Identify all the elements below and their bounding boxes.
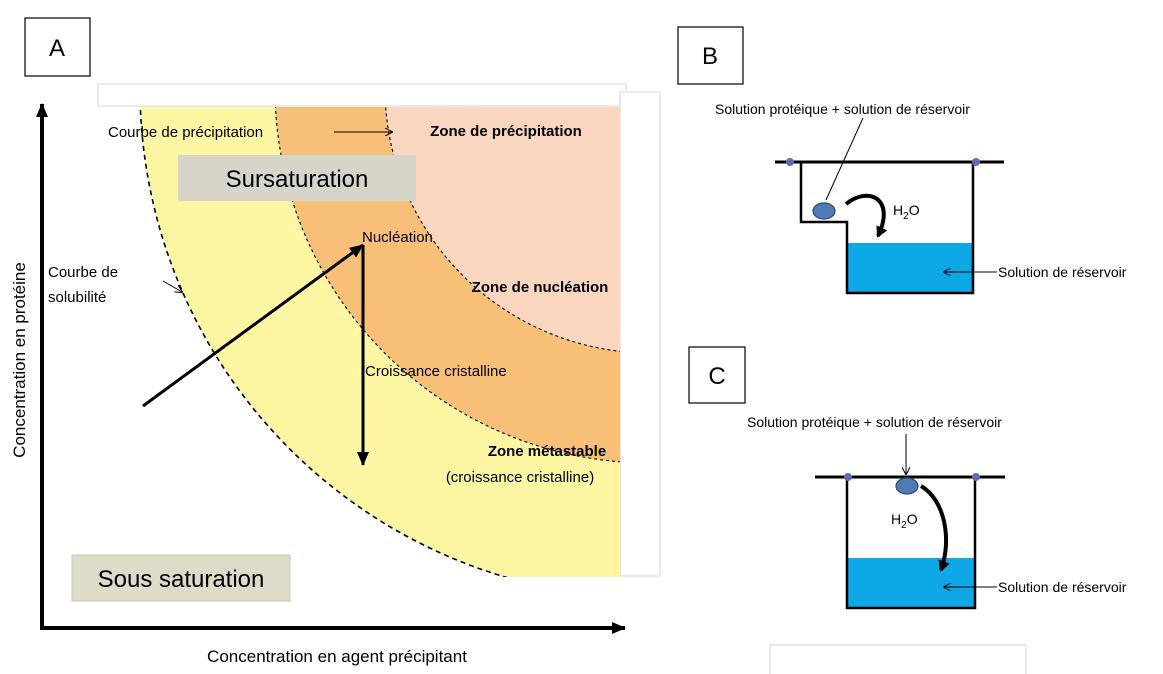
- supersaturation-label: Sursaturation: [226, 166, 369, 193]
- solubility-curve-pointer: [162, 280, 182, 292]
- nucleation-zone-label: Zone de nucléation: [472, 279, 609, 296]
- metastable-zone-sublabel: (croissance cristalline): [446, 469, 594, 486]
- precipitation-curve-label: Courbe de précipitation: [108, 124, 263, 141]
- panel-c-drop: [895, 477, 919, 495]
- supersaturation-box: [178, 155, 416, 201]
- empty-frame: [769, 644, 1027, 674]
- panel-b-label: B: [702, 43, 718, 70]
- panel-c-reservoir-label: Solution de réservoir: [998, 579, 1127, 595]
- panel-b-water-label: H2O: [893, 202, 920, 222]
- y-axis-label: Concentration en protéine: [10, 262, 29, 458]
- undersaturation-label: Sous saturation: [98, 566, 265, 593]
- precipitation-zone: [385, 107, 620, 352]
- panel-a-label: A: [49, 35, 65, 62]
- panel-c: C Solution protéique + solution de réser…: [688, 346, 1127, 610]
- panel-b-reservoir-label: Solution de réservoir: [998, 264, 1127, 280]
- nucleation-point-label: Nucléation: [362, 229, 433, 246]
- panel-a-label-box: [24, 17, 91, 77]
- panel-b-drop-pointer: [825, 117, 864, 201]
- panel-c-drop-label: Solution protéique + solution de réservo…: [747, 414, 1002, 430]
- zone-frame-right: [619, 91, 661, 577]
- panel-c-vapor-arrow: [919, 484, 950, 572]
- panel-b-reservoir-water: [847, 243, 973, 293]
- panel-c-label-box: [688, 346, 746, 404]
- solubility-curve-label-line2: solubilité: [48, 289, 106, 306]
- panel-b-seal-left: [786, 158, 794, 166]
- panel-b-label-box: [677, 26, 744, 85]
- x-axis-label: Concentration en agent précipitant: [207, 647, 467, 666]
- metastable-zone-label: Zone métastable: [488, 443, 606, 460]
- panel-b-drop: [812, 202, 836, 220]
- panel-c-reservoir-water: [847, 558, 975, 608]
- approach-arrow: [142, 243, 364, 408]
- panel-a: A Sursaturation Sous saturation Zone de …: [10, 17, 661, 666]
- solubility-curve-label-line1: Courbe de: [48, 264, 118, 281]
- zone-frame: [97, 83, 627, 107]
- panel-c-water-label: H2O: [891, 511, 918, 531]
- panel-c-well: [845, 477, 977, 610]
- panel-b-seal-right: [972, 158, 980, 166]
- panel-c-seal-left: [844, 473, 852, 481]
- panel-b: B Solution protéique + solution de réser…: [677, 26, 1127, 295]
- panel-c-seal-right: [972, 473, 980, 481]
- panel-b-drop-label: Solution protéique + solution de réservo…: [715, 101, 970, 117]
- undersaturation-box: [71, 554, 291, 602]
- panel-b-vapor-arrow: [844, 193, 888, 238]
- precipitation-zone-label: Zone de précipitation: [430, 123, 582, 140]
- crystal-growth-label: Croissance cristalline: [365, 363, 507, 380]
- panel-c-label: C: [708, 363, 725, 390]
- panel-b-well: [799, 162, 975, 295]
